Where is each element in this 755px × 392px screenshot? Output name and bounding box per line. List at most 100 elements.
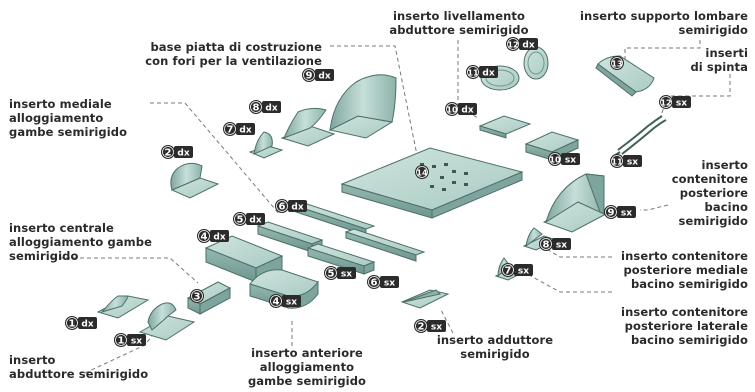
badge-side: sx (431, 323, 442, 333)
leader-cont-laterale (519, 269, 612, 293)
badge-side: dx (461, 106, 473, 116)
badge-5-dx: 5 dx (233, 212, 265, 226)
badge-side: dx (177, 149, 189, 159)
badge-9-sx: 9 sx (604, 205, 636, 219)
badge-side: dx (213, 233, 225, 243)
badge-number: 1 (118, 336, 125, 347)
badge-4-sx: 4 sx (269, 294, 301, 308)
leader-mediale (150, 102, 281, 216)
badge-number: 8 (543, 240, 550, 251)
part-1-sx (138, 302, 196, 341)
badge-14: 14 (415, 165, 429, 179)
label-lombare: inserto supporto lombare semirigido (579, 9, 748, 37)
badge-side: sx (565, 156, 576, 166)
badge-number: 12 (660, 99, 671, 108)
badge-side: dx (522, 41, 534, 51)
badge-number: 4 (201, 232, 208, 243)
part-2-sx (400, 289, 450, 309)
part-2-dx (170, 162, 220, 199)
badge-side: dx (249, 216, 261, 226)
leader-cont-mediale (547, 249, 612, 258)
badge-4-dx: 4 dx (197, 229, 229, 243)
part-1-dx (96, 295, 150, 319)
label-cont-post-bacino: inserto contenitore posteriore bacino se… (671, 158, 748, 228)
badge-6-sx: 6 sx (367, 275, 399, 289)
part-10-dx (478, 115, 532, 139)
part-9-sx (542, 173, 608, 233)
badge-side: dx (81, 320, 93, 330)
leader-adduttore (439, 307, 454, 334)
leader-lombare (624, 40, 701, 62)
badge-side: sx (627, 158, 638, 168)
badge-number: 6 (371, 278, 378, 289)
label-mediale: inserto mediale alloggiamento gambe semi… (9, 97, 128, 139)
badge-number: 4 (273, 297, 280, 308)
label-abduttore: inserto abduttore semirigido (9, 353, 149, 381)
part-8-dx (280, 107, 336, 147)
badge-side: sx (676, 99, 687, 109)
badge-12-sx: 12 sx (659, 95, 691, 109)
badge-number: 2 (165, 148, 172, 159)
badge-side: sx (384, 279, 395, 289)
part-6-sx (344, 228, 426, 262)
badge-side: sx (286, 298, 297, 308)
badge-side: sx (518, 267, 529, 277)
badge-number: 11 (467, 69, 479, 78)
badge-side: dx (265, 104, 277, 114)
badge-number: 5 (237, 215, 244, 226)
leader-centrale (52, 257, 199, 284)
badge-side: sx (131, 337, 142, 347)
label-spinta: inserti di spinta (690, 46, 748, 74)
badge-13: 13 (610, 56, 624, 70)
part-12-dx (523, 46, 549, 80)
part-7-dx (248, 131, 284, 159)
badge-6-dx: 6 dx (275, 199, 307, 213)
badge-1-sx: 1 sx (114, 333, 146, 347)
badge-number: 5 (328, 269, 335, 280)
leader-spinta (659, 74, 731, 119)
badge-side: sx (621, 209, 632, 219)
part-6-dx (294, 202, 376, 236)
badge-9-dx: 9 dx (302, 68, 334, 82)
badge-number: 9 (608, 208, 615, 219)
badge-number: 14 (416, 169, 428, 178)
base-plate (340, 147, 524, 219)
badge-7-sx: 7 sx (501, 263, 533, 277)
badge-number: 2 (418, 322, 425, 333)
leader-base (330, 45, 421, 171)
badge-5-sx: 5 sx (324, 266, 356, 280)
badge-number: 11 (611, 158, 623, 167)
label-anteriore: inserto anteriore alloggiamento gambe se… (247, 346, 367, 388)
badge-side: dx (482, 69, 494, 79)
badge-side: dx (239, 126, 251, 136)
label-cont-post-laterale: inserto contenitore posteriore laterale … (621, 305, 748, 347)
badge-number: 9 (306, 71, 313, 82)
label-centrale: inserto centrale alloggiamento gambe sem… (9, 221, 152, 263)
label-livellamento: inserto livellamento abduttore semirigid… (389, 9, 529, 37)
badge-11-sx: 11 sx (610, 154, 642, 168)
badge-8-dx: 8 dx (249, 100, 281, 114)
badge-number: 7 (505, 266, 512, 277)
badge-number: 13 (611, 60, 622, 69)
badge-side: dx (318, 72, 330, 82)
badge-number: 10 (549, 156, 561, 165)
part-9-dx (328, 74, 397, 139)
label-adduttore: inserto adduttore semirigido (436, 333, 554, 361)
badge-10-sx: 10 sx (548, 152, 580, 166)
badge-7-dx: 7 dx (223, 122, 255, 136)
badge-2-dx: 2 dx (161, 145, 193, 159)
badge-side: dx (291, 203, 303, 213)
label-base-piatta: base piatta di costruzione con fori per … (145, 40, 322, 68)
badge-number: 7 (227, 125, 234, 136)
badge-number: 8 (253, 103, 260, 114)
badge-number: 6 (279, 202, 286, 213)
badge-side: sx (341, 270, 352, 280)
part-11-12-sx (613, 115, 667, 157)
badge-2-sx: 2 sx (414, 319, 446, 333)
